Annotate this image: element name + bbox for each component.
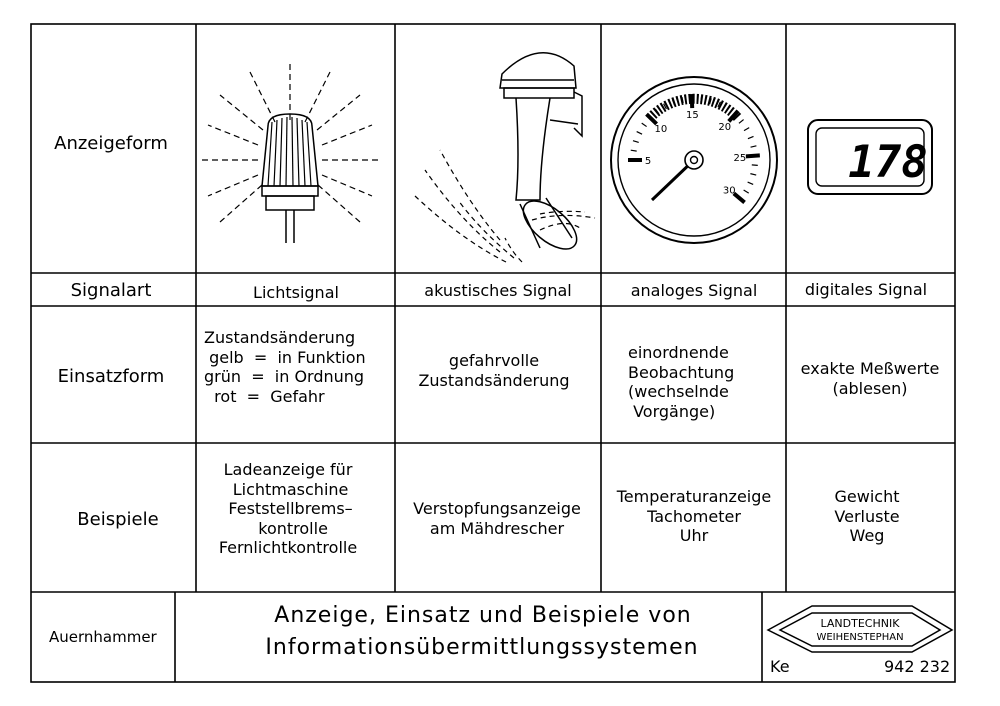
- gauge-tick-label: 10: [655, 124, 668, 135]
- gauge-minor-tick: [725, 106, 730, 112]
- footer-title-line2: Informationsübermittlungssystemen: [265, 635, 699, 660]
- gauge-minor-tick: [663, 103, 667, 110]
- gauge-tick-label: 15: [686, 110, 699, 121]
- analog-gauge-icon: 5 10 15 20 25 30: [610, 76, 778, 244]
- gauge-tick-label: 5: [645, 156, 651, 167]
- gauge-minor-tick: [630, 149, 637, 152]
- gauge-minor-tick: [632, 140, 639, 144]
- gauge-minor-tick: [750, 145, 757, 148]
- beispiele-digital: Gewicht Verluste Weg: [834, 487, 900, 546]
- signal-licht: Lichtsignal: [253, 283, 339, 302]
- gauge-minor-tick: [671, 99, 676, 106]
- gauge-scale: 5 10 15 20 25 30: [628, 93, 760, 204]
- gauge-minor-tick: [747, 181, 754, 185]
- beacon-light-icon: [202, 60, 378, 243]
- gauge-tick-label: 30: [723, 186, 736, 197]
- gauge-minor-tick: [654, 108, 660, 115]
- logo-line1: LANDTECHNIK: [821, 617, 901, 630]
- einsatz-digital: exakte Meßwerte (ablesen): [800, 359, 940, 398]
- gauge-minor-tick: [681, 97, 684, 104]
- gauge-major-tick: [727, 109, 740, 123]
- gauge-minor-tick: [750, 173, 757, 176]
- lens-ribs: [267, 116, 312, 187]
- gauge-minor-tick: [743, 127, 750, 132]
- digital-display-icon: 178: [807, 119, 933, 195]
- gauge-major-tick: [732, 191, 746, 204]
- gauge-minor-tick: [709, 98, 712, 105]
- digital-readout: 178: [848, 137, 927, 188]
- label-signalart: Signalart: [70, 280, 152, 301]
- gauge-tick-label: 25: [734, 153, 747, 164]
- signal-akustisch: akustisches Signal: [424, 281, 572, 300]
- beispiele-licht: Ladeanzeige für Lichtmaschine Feststellb…: [218, 460, 358, 558]
- footer-number: 942 232: [884, 657, 951, 676]
- gauge-minor-tick: [641, 122, 647, 128]
- signal-analog: analoges Signal: [630, 281, 758, 300]
- gauge-minor-tick: [700, 96, 703, 103]
- light-rays: [202, 60, 378, 223]
- gauge-minor-tick: [636, 131, 643, 135]
- gauge-tick-label: 20: [718, 122, 731, 133]
- einsatz-analog: einordnende Beobachtung (wechselnde Vorg…: [628, 343, 735, 421]
- landtechnik-logo: LANDTECHNIK WEIHENSTEPHAN: [766, 605, 954, 653]
- footer-title-line1: Anzeige, Einsatz und Beispiele von: [274, 603, 692, 628]
- footer-author: Auernhammer: [49, 628, 157, 646]
- label-einsatzform: Einsatzform: [57, 366, 165, 387]
- gauge-minor-tick: [738, 119, 744, 124]
- gauge-major-tick: [645, 112, 658, 126]
- beispiele-akustisch: Verstopfungsanzeige am Mähdrescher: [413, 499, 581, 538]
- einsatz-licht: Zustandsänderung gelb = in Funktion grün…: [204, 328, 366, 406]
- logo-line2: WEIHENSTEPHAN: [816, 632, 903, 643]
- gauge-minor-tick: [747, 135, 754, 140]
- signal-digital: digitales Signal: [804, 280, 928, 299]
- label-anzeigeform: Anzeigeform: [54, 133, 168, 154]
- grid-lines: [30, 23, 956, 683]
- horn-icon: [414, 52, 596, 263]
- einsatz-akustisch: gefahrvolle Zustandsänderung: [418, 351, 570, 390]
- label-beispiele: Beispiele: [77, 509, 159, 530]
- gauge-minor-tick: [743, 189, 750, 194]
- sound-waves: [414, 149, 596, 263]
- footer-code: Ke: [770, 657, 790, 676]
- gauge-major-tick: [745, 153, 760, 159]
- beispiele-analog: Temperaturanzeige Tachometer Uhr: [616, 487, 772, 546]
- gauge-minor-tick: [751, 164, 758, 166]
- gauge-minor-tick: [717, 101, 721, 108]
